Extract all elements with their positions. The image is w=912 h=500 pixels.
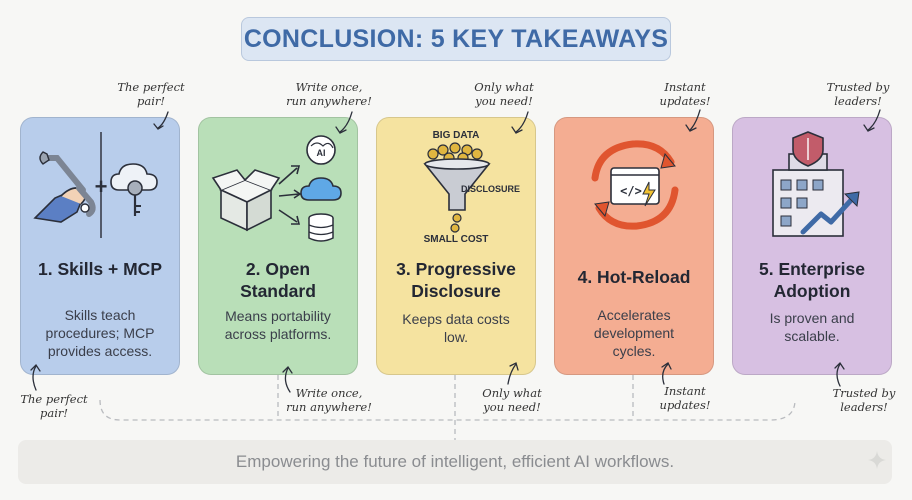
footer-banner: Empowering the future of intelligent, ef…	[18, 440, 892, 484]
note-bottom-3: Only what you need!	[482, 386, 542, 414]
funnel-label-middle: DISCLOSURE	[461, 184, 521, 194]
footer-tagline: Empowering the future of intelligent, ef…	[235, 452, 675, 471]
funnel-label-top: BIG DATA	[432, 130, 480, 141]
note-top-3: Only what you need!	[474, 80, 534, 108]
takeaway-card-enterprise-adoption: 5. Enterprise Adoption Is proven and sca…	[732, 117, 892, 375]
card-description: Keeps data costs low.	[402, 311, 510, 345]
note-bottom-4: Instant updates!	[659, 384, 711, 412]
note-bottom-5: Trusted by leaders!	[832, 386, 896, 414]
svg-text:</>: </>	[620, 184, 642, 198]
takeaway-card-skills-mcp: + 1. Skills + MCP Skills teach procedure…	[20, 117, 180, 375]
funnel-label-bottom: SMALL COST	[423, 234, 489, 245]
card-title: 5. Enterprise Adoption	[758, 259, 866, 301]
wrench-hand-plus-cloud-key-icon: +	[21, 118, 179, 250]
svg-text:AI: AI	[317, 148, 326, 158]
takeaway-card-open-standard: AI 2. Open Standard Means portability ac…	[198, 117, 358, 375]
card-description: Accelerates development cycles.	[593, 307, 675, 359]
svg-text:+: +	[95, 174, 108, 199]
note-bottom-1: The perfect pair!	[20, 392, 88, 420]
sparkle-icon	[868, 451, 886, 469]
page-title: CONCLUSION: 5 KEY TAKEAWAYS	[243, 24, 669, 53]
card-title: 2. Open Standard	[240, 259, 316, 301]
note-top-4: Instant updates!	[659, 80, 711, 108]
note-bottom-2: Write once, run anywhere!	[286, 386, 372, 414]
card-description: Means portability across platforms.	[224, 308, 332, 342]
card-title: 1. Skills + MCP	[37, 259, 162, 279]
reload-code-window-icon: </>	[555, 118, 713, 250]
building-shield-growth-icon	[733, 118, 891, 250]
note-top-1: The perfect pair!	[117, 80, 185, 108]
card-description: Skills teach procedures; MCP provides ac…	[45, 307, 155, 359]
takeaway-card-progressive-disclosure: BIG DATA DISCLOSURE SMALL COST 3. Progre…	[376, 117, 536, 375]
open-box-to-ai-cloud-database-icon: AI	[199, 118, 357, 250]
note-top-2: Write once, run anywhere!	[286, 80, 372, 108]
note-top-5: Trusted by leaders!	[826, 80, 890, 108]
title-banner: CONCLUSION: 5 KEY TAKEAWAYS	[241, 17, 671, 61]
card-description: Is proven and scalable.	[769, 310, 855, 344]
card-title: 3. Progressive Disclosure	[396, 259, 516, 301]
takeaway-card-hot-reload: </> 4. Hot-Reload Accelerates developmen…	[554, 117, 714, 375]
data-funnel-icon: BIG DATA DISCLOSURE SMALL COST	[377, 118, 535, 250]
card-title: 4. Hot-Reload	[577, 267, 691, 287]
